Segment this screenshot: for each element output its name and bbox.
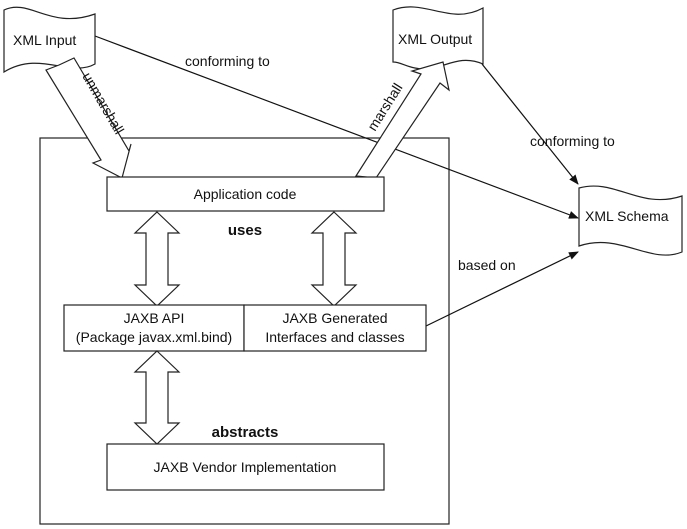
- xml-schema-document: XML Schema: [578, 185, 683, 256]
- jaxb-vendor-label: JAXB Vendor Implementation: [154, 459, 337, 475]
- input-conforming-to-label: conforming to: [185, 53, 270, 69]
- xml-input-document: XML Input: [3, 6, 96, 74]
- xml-output-label: XML Output: [398, 31, 472, 47]
- unmarshall-arrow: unmarshall: [45, 57, 132, 179]
- output-conforming-to-label: conforming to: [530, 133, 615, 149]
- generated-to-schema-connector: [425, 251, 579, 327]
- xml-input-label: XML Input: [13, 32, 76, 48]
- input-to-schema-connector: [94, 35, 579, 219]
- xml-output-document: XML Output: [392, 6, 484, 70]
- based-on-label: based on: [458, 257, 516, 273]
- jaxb-vendor-box: JAXB Vendor Implementation: [106, 443, 385, 491]
- jaxb-api-package: (Package javax.xml.bind): [76, 329, 232, 345]
- abstracts-label: abstracts: [212, 424, 279, 441]
- jaxb-generated-title: JAXB Generated: [282, 310, 387, 326]
- application-code-label: Application code: [194, 186, 297, 202]
- uses-label: uses: [228, 222, 262, 239]
- jaxb-generated-subtitle: Interfaces and classes: [265, 329, 404, 345]
- application-code-box: Application code: [106, 176, 385, 212]
- jaxb-api-box: JAXB API (Package javax.xml.bind): [63, 304, 245, 352]
- output-to-schema-connector: [481, 63, 579, 185]
- jaxb-generated-box: JAXB Generated Interfaces and classes: [243, 304, 427, 352]
- jaxb-api-title: JAXB API: [124, 310, 185, 326]
- xml-schema-label: XML Schema: [585, 208, 669, 224]
